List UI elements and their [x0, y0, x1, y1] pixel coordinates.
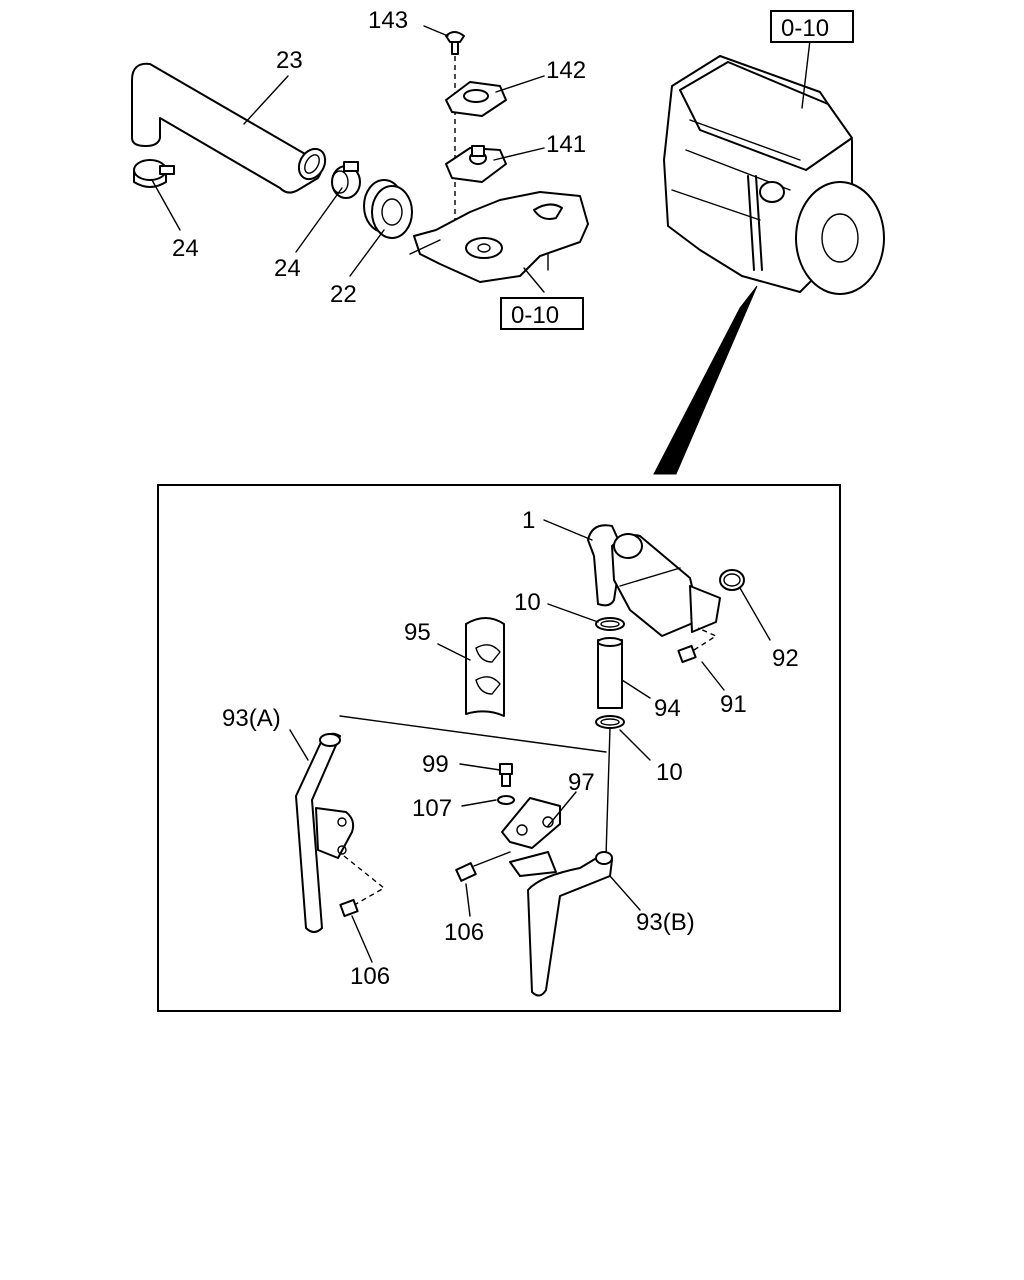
callout-106-middle: 106 [444, 919, 484, 946]
separator-1 [587, 524, 721, 637]
assembly-line-93a-93b [339, 715, 607, 753]
callout-97: 97 [568, 769, 595, 796]
plate-141 [445, 145, 507, 183]
grommet-22 [363, 179, 413, 239]
callout-107: 107 [412, 795, 452, 822]
callout-1: 1 [522, 507, 535, 534]
callout-95: 95 [404, 619, 431, 646]
hose-clamp-24-left [133, 159, 175, 188]
callout-143: 143 [368, 7, 408, 34]
callout-10-bottom: 10 [656, 759, 683, 786]
bolt-143 [445, 31, 465, 55]
reference-box-engine: 0-10 [770, 10, 854, 43]
callout-93b: 93(B) [636, 909, 695, 936]
pipe-93b [509, 851, 613, 997]
reference-box-cover: 0-10 [500, 297, 584, 330]
bolt-99 [499, 763, 513, 787]
callout-94: 94 [654, 695, 681, 722]
callout-106-left: 106 [350, 963, 390, 990]
callout-24-left: 24 [172, 235, 199, 262]
callout-99: 99 [422, 751, 449, 778]
cover-142 [445, 81, 507, 117]
engine-assembly [663, 55, 885, 295]
bolt-106-middle [455, 851, 511, 882]
assembly-line-tube [605, 727, 611, 857]
washer-107 [497, 795, 515, 805]
reference-cover-label: 0-10 [511, 302, 559, 329]
hose-23 [131, 62, 327, 194]
callout-142: 142 [546, 57, 586, 84]
tube-94 [597, 637, 623, 709]
callout-10-top: 10 [514, 589, 541, 616]
leader-lines [151, 25, 811, 963]
callout-24-middle: 24 [274, 255, 301, 282]
hose-clamp-24-middle [331, 161, 361, 199]
o-ring-92 [719, 569, 745, 591]
callout-91: 91 [720, 691, 747, 718]
bolt-91 [677, 627, 718, 664]
clamp-10-top [595, 617, 625, 631]
bolt-106-left [339, 898, 359, 918]
reference-engine-label: 0-10 [781, 15, 829, 42]
callout-23: 23 [276, 47, 303, 74]
pipe-93a [295, 732, 355, 933]
callout-93a: 93(A) [222, 705, 281, 732]
shield-95 [465, 617, 505, 717]
callout-22: 22 [330, 281, 357, 308]
clamp-10-bottom [595, 715, 625, 729]
engine-cover-partial [409, 191, 589, 283]
detail-pointer [653, 285, 758, 475]
detail-frame [157, 484, 841, 1012]
callout-141: 141 [546, 131, 586, 158]
assembly-line-106-left [343, 855, 386, 905]
callout-92: 92 [772, 645, 799, 672]
bracket-97 [501, 797, 561, 849]
